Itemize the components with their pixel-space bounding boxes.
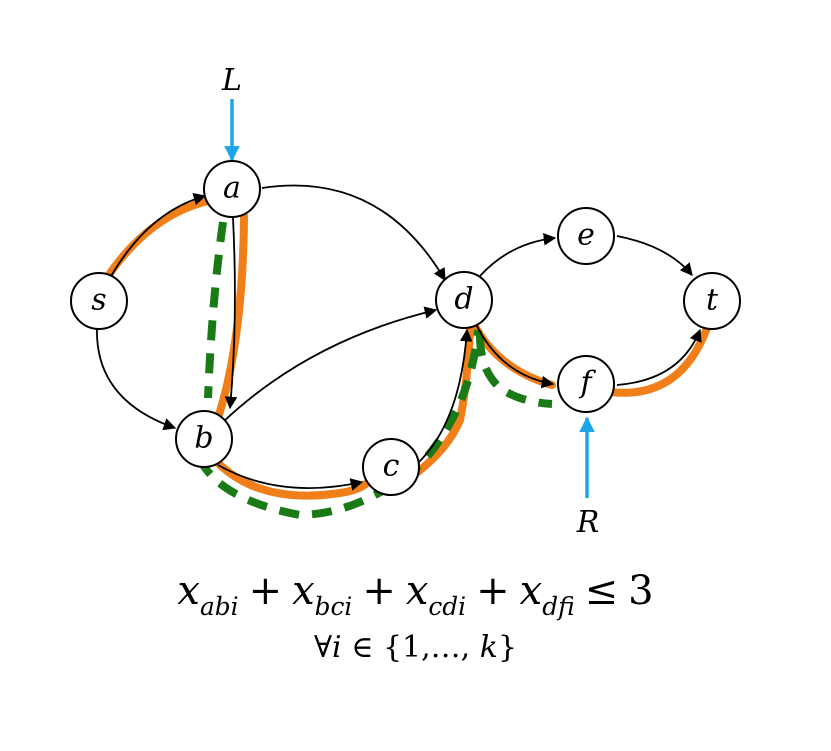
node-f: f <box>557 355 615 413</box>
edge-d-e <box>479 232 557 277</box>
node-c: c <box>362 438 420 496</box>
node-s: s <box>70 272 128 330</box>
relation: ≤ <box>584 568 619 614</box>
in-symbol: ∈ <box>351 630 374 665</box>
constraint-formula: xabi+xbci+xcdi+xdfi≤3 <box>0 568 831 621</box>
node-e-label: e <box>577 218 595 253</box>
formula-var-3: x <box>405 568 429 614</box>
formula-sub-3: cdi <box>428 592 467 622</box>
edge-f-t <box>616 328 702 386</box>
node-b-label: b <box>194 421 213 456</box>
green-dashed-path <box>195 221 553 520</box>
node-b: b <box>175 410 233 468</box>
rhs: 3 <box>628 568 654 614</box>
quantifier-line: ∀i ∈ {1,…, k} <box>0 630 831 665</box>
edge-s-b <box>96 327 177 431</box>
edge-a-d <box>261 184 446 282</box>
plus-1: + <box>248 568 283 614</box>
node-e: e <box>557 207 615 265</box>
edge-a-b <box>224 217 238 410</box>
edge-b-c <box>217 464 364 491</box>
edge-d-f <box>474 321 555 389</box>
formula-var-2: x <box>292 568 315 614</box>
node-c-label: c <box>383 449 400 484</box>
plus-3: + <box>476 568 510 614</box>
formula-sub-1: abi <box>199 592 239 622</box>
formula-sub-4: dfi <box>542 592 575 622</box>
node-s-label: s <box>91 283 106 318</box>
pointer-arrows <box>224 99 595 498</box>
formula-sub-2: bci <box>314 592 353 622</box>
label-L: L <box>221 63 242 98</box>
node-a-label: a <box>223 171 241 206</box>
edge-c-d <box>409 328 473 471</box>
node-t: t <box>683 272 741 330</box>
label-R: R <box>576 505 600 540</box>
formula-var-4: x <box>519 568 543 614</box>
index-var: i <box>332 630 342 665</box>
node-a: a <box>203 160 261 218</box>
plus-2: + <box>362 568 396 614</box>
edge-e-t <box>616 235 693 276</box>
forall-symbol: ∀ <box>313 630 333 665</box>
index-set: {1,…, k} <box>382 630 518 665</box>
edge-s-a <box>109 193 207 279</box>
node-d: d <box>435 271 493 329</box>
node-d-label: d <box>454 282 473 317</box>
formula-var-1: x <box>177 568 200 614</box>
node-t-label: t <box>706 283 719 318</box>
edge-b-d <box>222 306 438 423</box>
graph-edges <box>96 184 702 491</box>
